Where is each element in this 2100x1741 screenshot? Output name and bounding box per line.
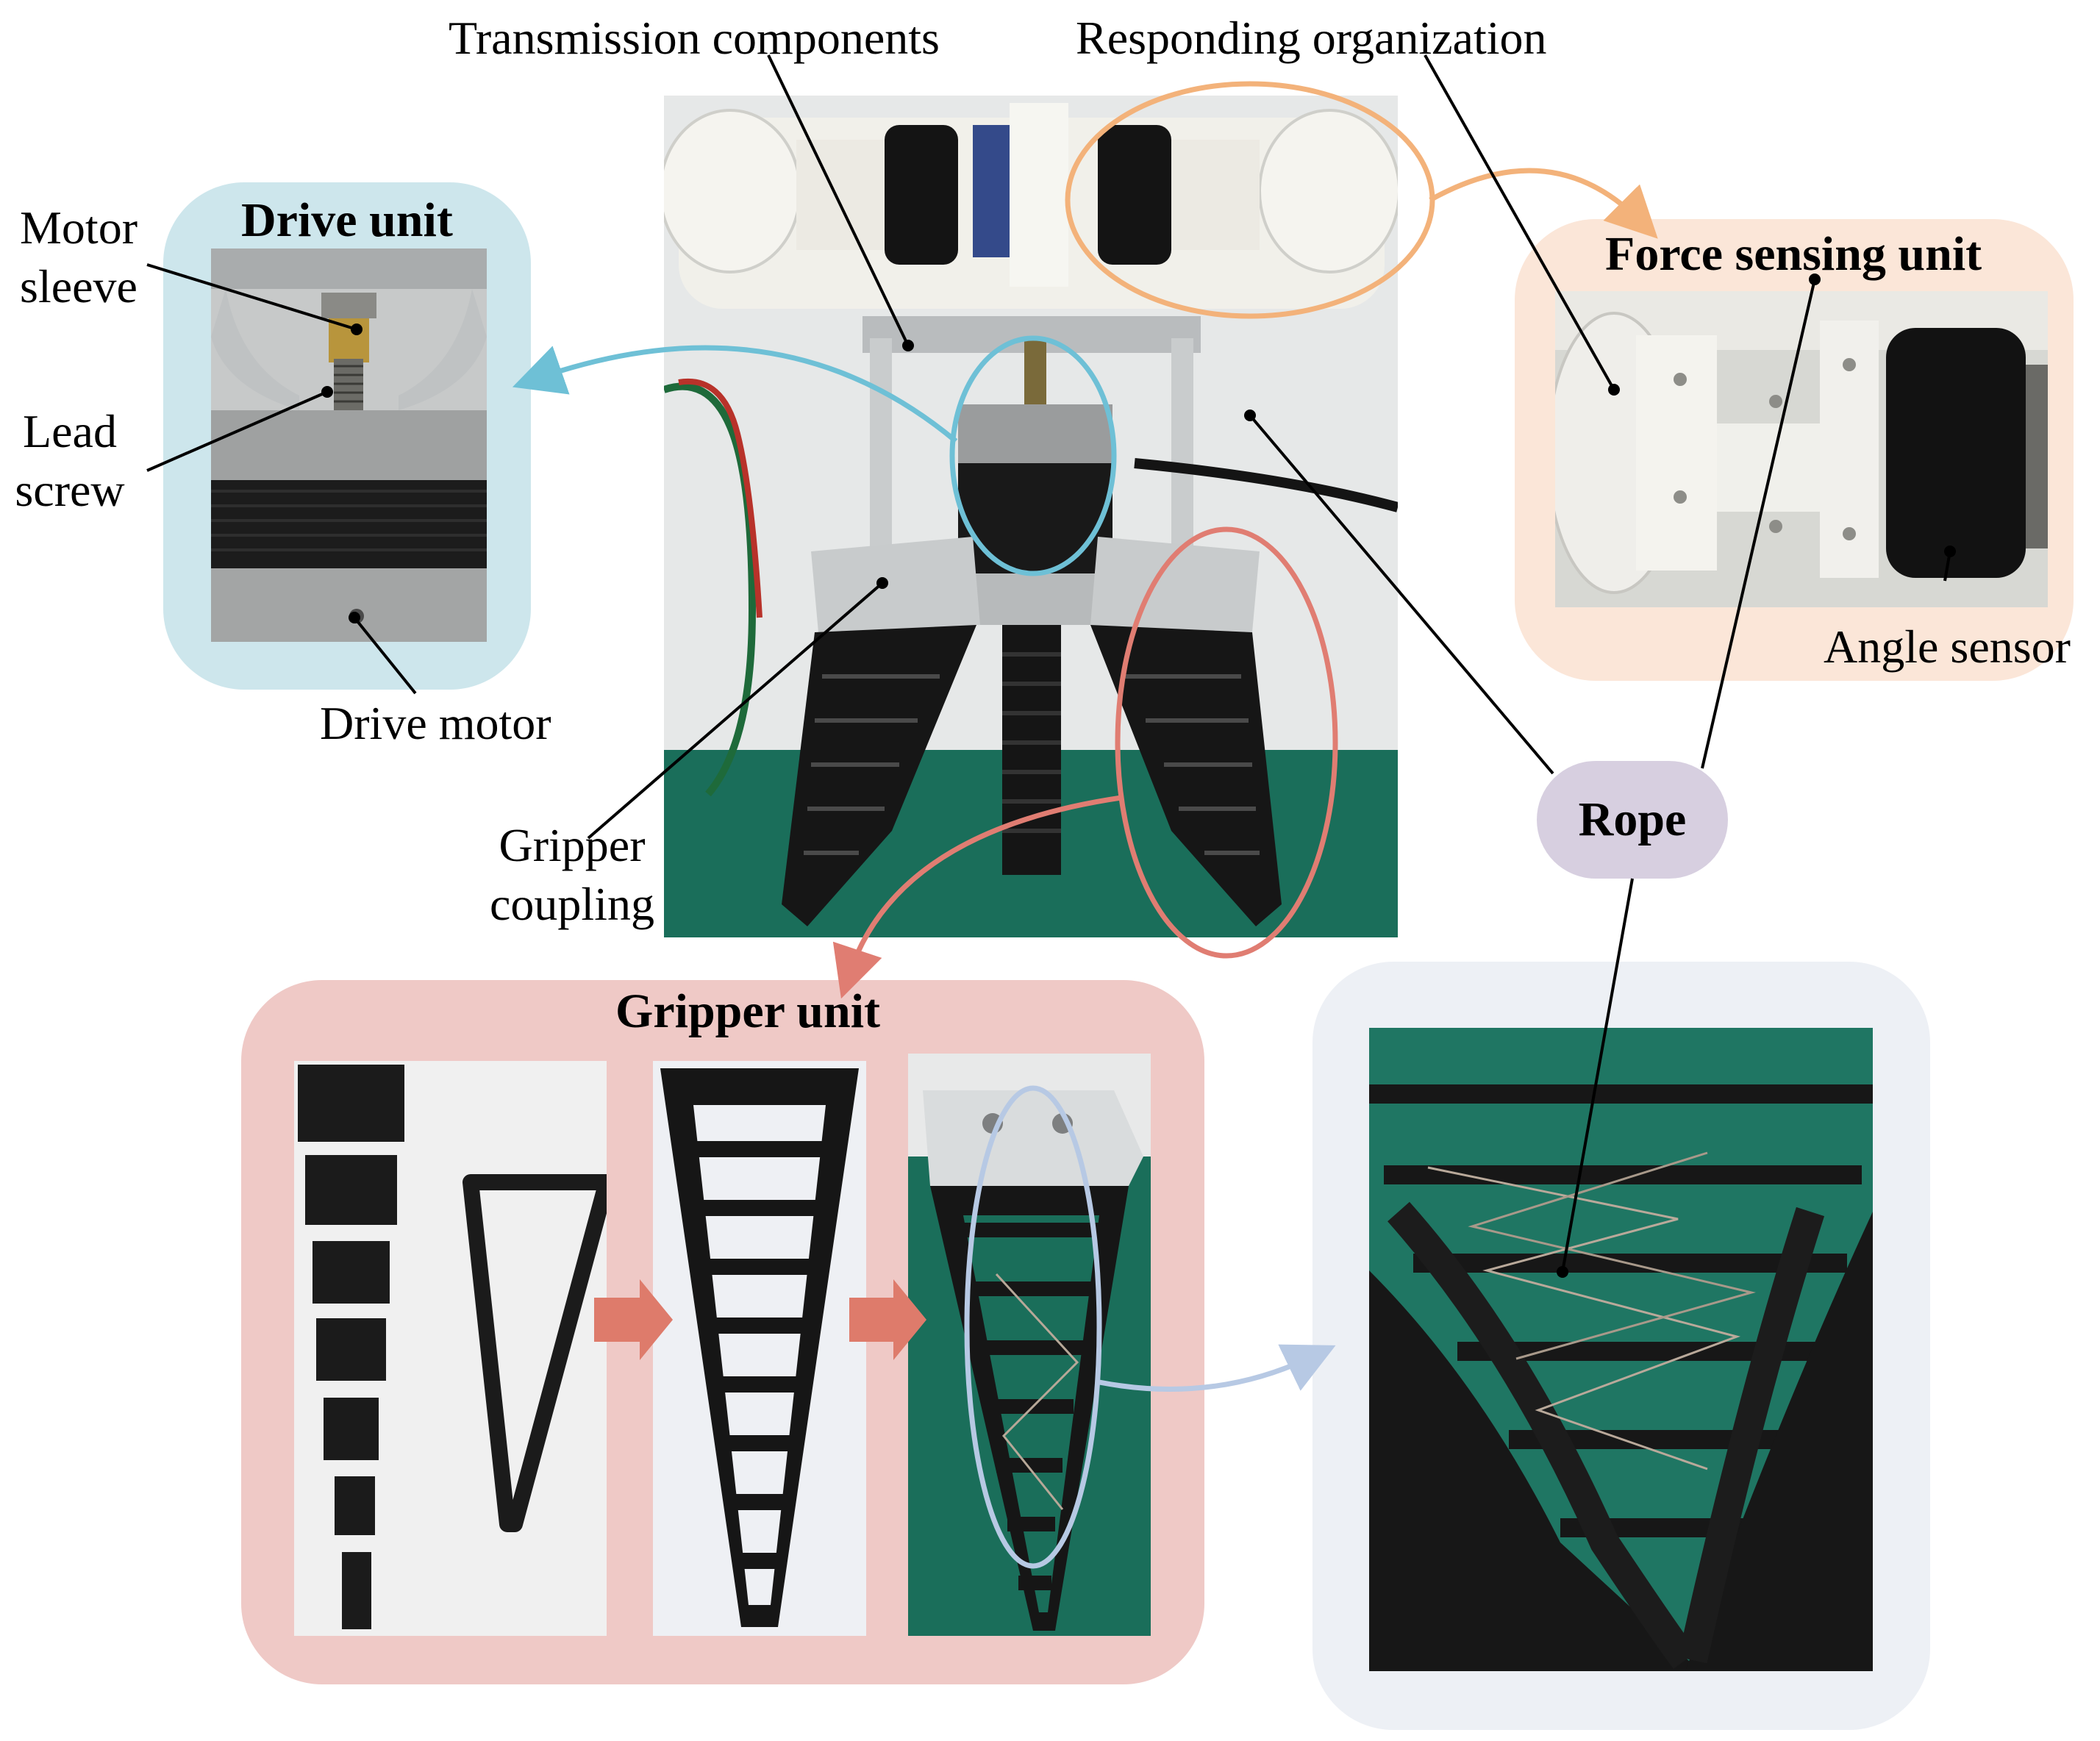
- gripper-coupling-line2: coupling: [490, 878, 654, 930]
- drive-unit-title: Drive unit: [241, 193, 453, 247]
- responding-organization-label: Responding organization: [1076, 12, 1547, 64]
- drive-unit-arrow: [512, 345, 958, 443]
- gripper-assembled-photo: [653, 1061, 866, 1636]
- motor-sleeve-line1: Motor: [20, 201, 138, 254]
- gripper-finger-highlight: [1115, 526, 1338, 959]
- force-sensing-unit-title: Force sensing unit: [1605, 227, 1982, 281]
- force-sensing-highlight: [1065, 81, 1435, 319]
- angle-sensor-label: Angle sensor: [1824, 621, 2071, 673]
- lead-screw-line1: Lead: [23, 405, 117, 457]
- rope-label: Rope: [1537, 761, 1728, 879]
- zoom-arrow: [1099, 1344, 1336, 1392]
- motor-sleeve-line2: sleeve: [20, 260, 138, 312]
- gripper-parts-photo: [294, 1061, 607, 1636]
- drive-unit-photo: [211, 249, 487, 642]
- gripper-coupling-line1: Gripper: [499, 819, 646, 871]
- gripper-assembly-photo: [664, 96, 1398, 937]
- motor-sleeve-label: Motor sleeve: [9, 199, 149, 316]
- gripper-with-rope-photo: [908, 1054, 1151, 1636]
- gripper-coupling-label: Gripper coupling: [476, 816, 668, 934]
- flow-arrow-1: [594, 1279, 673, 1360]
- flow-arrow-2: [849, 1279, 926, 1360]
- lead-screw-line2: screw: [15, 464, 125, 516]
- lead-screw-label: Lead screw: [0, 402, 140, 520]
- transmission-components-label: Transmission components: [449, 12, 940, 64]
- force-sensing-arrow: [1429, 168, 1658, 239]
- drive-unit-highlight: [949, 335, 1117, 576]
- rope-closeup-photo: [1369, 1028, 1873, 1671]
- force-sensing-unit-photo: [1555, 291, 2048, 607]
- drive-motor-label: Drive motor: [320, 697, 551, 749]
- rope-section-highlight: [964, 1085, 1102, 1569]
- gripper-unit-arrow: [832, 795, 1122, 999]
